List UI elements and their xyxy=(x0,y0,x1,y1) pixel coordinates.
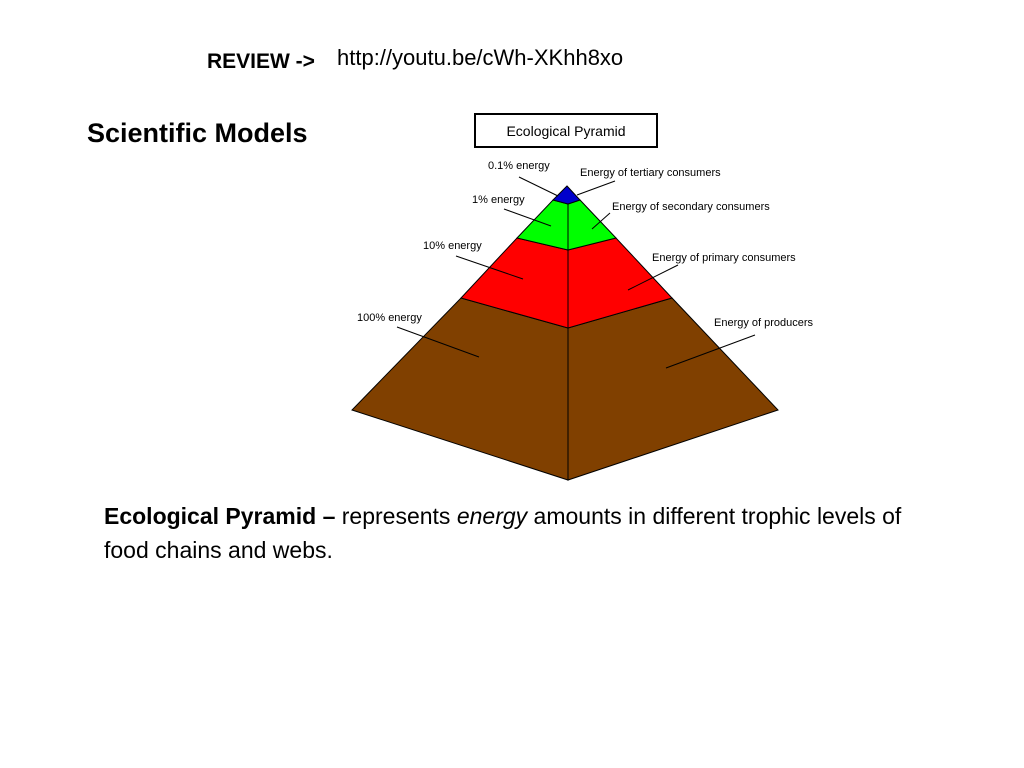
definition-term: Ecological Pyramid – xyxy=(104,503,336,529)
leader-line xyxy=(518,176,559,197)
definition-text: Ecological Pyramid – represents energy a… xyxy=(104,499,924,567)
energy-label-tertiary: 0.1% energy xyxy=(488,160,550,172)
review-label: REVIEW -> xyxy=(207,50,315,73)
energy-label-secondary: 1% energy xyxy=(472,194,525,206)
definition-emphasis: energy xyxy=(456,503,528,529)
video-link[interactable]: http://youtu.be/cWh-XKhh8xo xyxy=(337,45,624,70)
leader-line xyxy=(455,255,524,280)
level-label-primary: Energy of primary consumers xyxy=(652,252,796,264)
definition-text-after: amounts in different trophic levels of f… xyxy=(104,503,902,563)
energy-label-producers: 100% energy xyxy=(357,312,422,324)
level-label-secondary: Energy of secondary consumers xyxy=(612,201,770,213)
level-label-tertiary: Energy of tertiary consumers xyxy=(580,167,721,179)
level-label-producers: Energy of producers xyxy=(714,317,814,329)
slide-title: Scientific Models xyxy=(87,118,308,148)
energy-label-primary: 10% energy xyxy=(423,240,482,252)
leader-line xyxy=(591,212,611,230)
pyramid-level-producers-left xyxy=(351,297,569,481)
diagram-title: Ecological Pyramid xyxy=(506,123,625,139)
leader-line xyxy=(665,334,756,369)
leader-line xyxy=(396,326,480,358)
diagram-title-box xyxy=(474,113,658,148)
leader-line xyxy=(627,264,679,291)
leader-line xyxy=(503,208,552,227)
definition-text-before: represents xyxy=(335,503,457,529)
leader-line xyxy=(576,180,616,196)
